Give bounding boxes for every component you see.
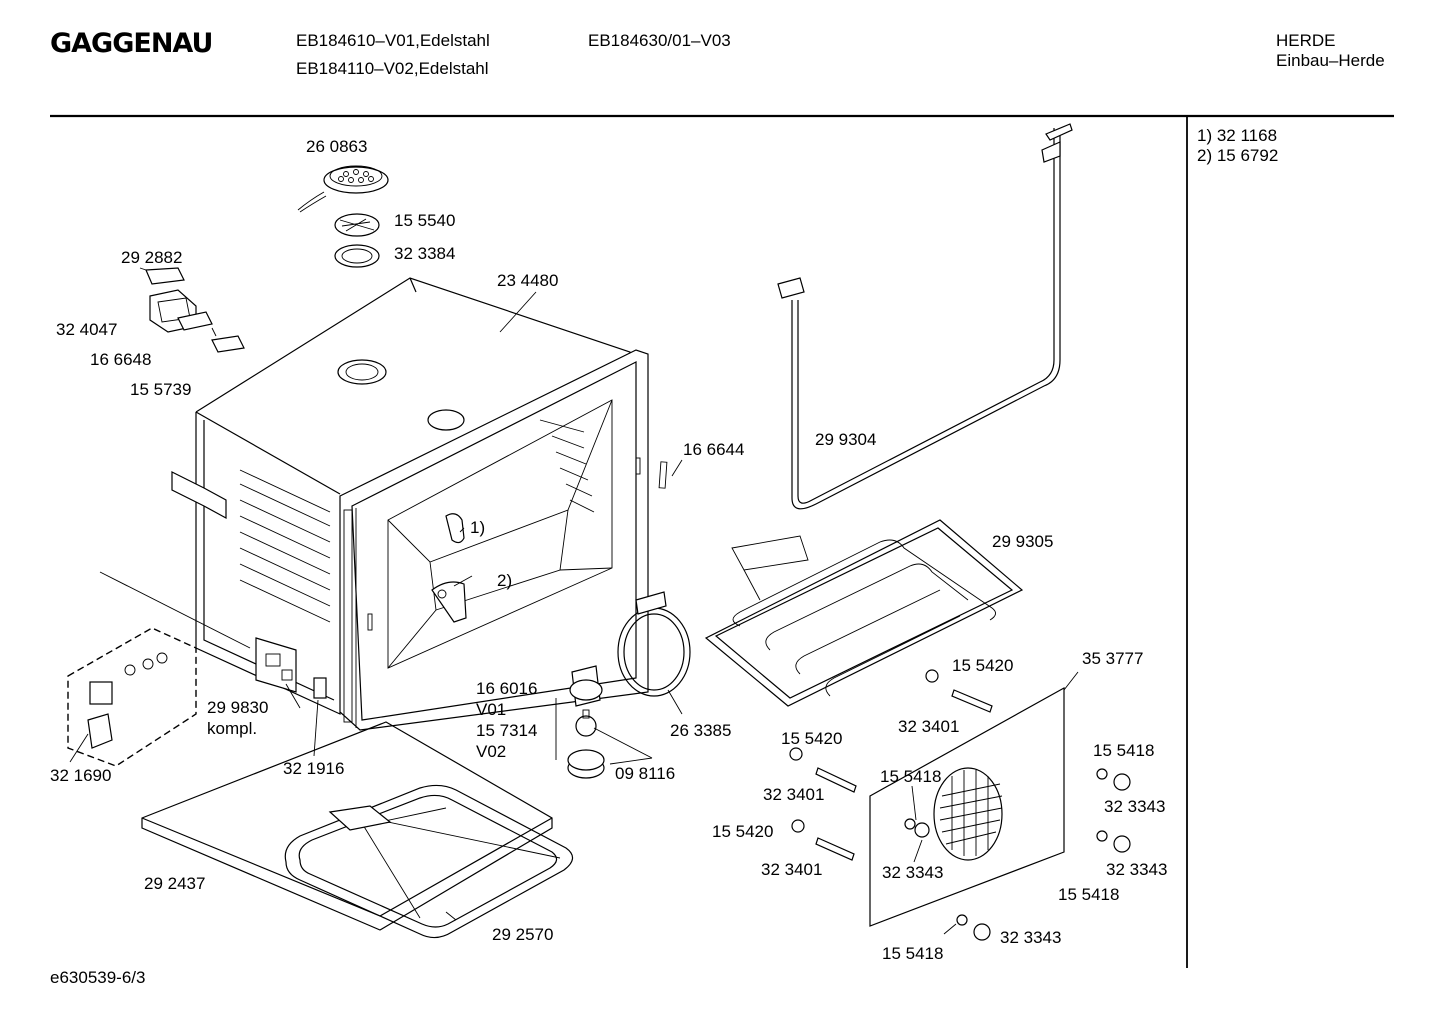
part-label: kompl.: [207, 719, 258, 738]
lamp-holder-part: [145, 267, 245, 353]
part-label: 29 2437: [144, 874, 206, 893]
gasket-part: [334, 244, 380, 268]
part-label: 32 3401: [761, 860, 823, 879]
part-label: 15 5418: [882, 944, 944, 963]
part-label: V02: [476, 742, 507, 761]
fan-cover-part: [869, 686, 1065, 927]
part-label: 32 3401: [898, 717, 960, 736]
cover-part: [334, 213, 380, 237]
base-heating-element-part: [284, 784, 574, 939]
part-label: 32 3401: [763, 785, 825, 804]
part-label: 16 6016: [476, 679, 538, 698]
oven-lamp-part: [555, 665, 605, 779]
part-label: 15 5418: [880, 767, 942, 786]
control-unit-part: [67, 571, 251, 767]
callout-label: 2): [497, 571, 513, 590]
subcategory-title: Einbau–Herde: [1276, 51, 1385, 70]
part-label: 29 9830: [207, 698, 269, 717]
model-line-3: EB184630/01–V03: [588, 31, 731, 50]
brand-logo: GAGGENAU: [50, 28, 213, 59]
part-label: 09 8116: [615, 764, 676, 783]
fastener-parts: [789, 669, 1131, 941]
top-heating-element-part: [777, 123, 1073, 510]
model-line-1: EB184610–V01,Edelstahl: [296, 31, 490, 50]
part-label: V01: [476, 700, 507, 719]
switch-part: [313, 677, 327, 699]
clip-part: [658, 461, 668, 489]
part-label: 32 3384: [394, 244, 456, 263]
part-label: 32 1916: [283, 759, 345, 778]
part-label: 26 3385: [670, 721, 732, 740]
part-label: 15 5420: [952, 656, 1014, 675]
part-label: 16 6644: [683, 440, 745, 459]
part-label: 29 2882: [121, 248, 183, 267]
part-label: 15 5739: [130, 380, 192, 399]
bottom-heating-element-part: [704, 519, 1024, 707]
circular-heating-element-part: [617, 591, 691, 697]
part-label: 15 5418: [1058, 885, 1120, 904]
leader-lines: [69, 267, 1079, 935]
model-line-2: EB184110–V02,Edelstahl: [296, 59, 489, 78]
part-label: 15 7314: [476, 721, 538, 740]
part-label: 15 5420: [712, 822, 774, 841]
part-label: 35 3777: [1082, 649, 1144, 668]
part-label: 29 2570: [492, 925, 554, 944]
thermostat-part: [255, 637, 297, 693]
part-label: 26 0863: [306, 137, 368, 156]
part-label: 29 9304: [815, 430, 877, 449]
category-title: HERDE: [1276, 31, 1336, 50]
part-label: 15 5420: [781, 729, 843, 748]
part-label: 32 3343: [1104, 797, 1166, 816]
note-2: 2) 15 6792: [1197, 146, 1279, 165]
part-label: 23 4480: [497, 271, 559, 290]
part-label: 32 3343: [1000, 928, 1062, 947]
part-label: 15 5540: [394, 211, 456, 230]
part-label: 32 3343: [882, 863, 944, 882]
part-label: 32 1690: [50, 766, 112, 785]
note-1: 1) 32 1168: [1197, 126, 1278, 145]
part-label: 15 5418: [1093, 741, 1155, 760]
part-label: 29 9305: [992, 532, 1054, 551]
fan-grille-part: [297, 165, 389, 213]
part-label: 16 6648: [90, 350, 152, 369]
callout-label: 1): [470, 518, 486, 537]
part-label: 32 3343: [1106, 860, 1168, 879]
part-label: 32 4047: [56, 320, 118, 339]
document-id: e630539-6/3: [50, 968, 146, 987]
oven-cavity-part: [171, 277, 649, 731]
